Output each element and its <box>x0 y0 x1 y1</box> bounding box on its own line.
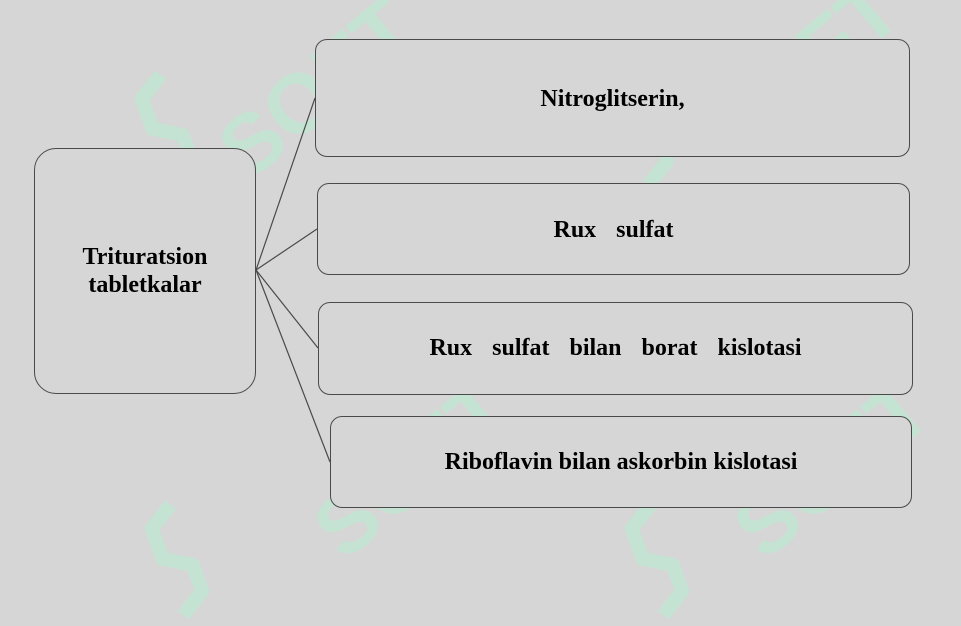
branch-node-label: Rux sulfat <box>553 217 674 243</box>
connector-line <box>255 269 319 349</box>
root-node-label: Trituratsion tabletkalar <box>82 244 208 298</box>
connector-line <box>255 97 316 271</box>
connector-line <box>255 269 331 463</box>
branch-node-2: Rux sulfat <box>317 183 910 275</box>
branch-node-1: Nitroglitserin, <box>315 39 910 157</box>
branch-node-label: Riboflavin bilan askorbin kislotasi <box>444 448 798 475</box>
branch-node-3: Rux sulfat bilan borat kislotasi <box>318 302 913 395</box>
branch-node-4: Riboflavin bilan askorbin kislotasi <box>330 416 912 508</box>
branch-node-label: Nitroglitserin, <box>540 86 685 112</box>
connector-line <box>255 228 318 271</box>
branch-node-label: Rux sulfat bilan borat kislotasi <box>429 335 802 361</box>
root-node: Trituratsion tabletkalar <box>34 148 256 394</box>
connector-lines <box>255 97 331 463</box>
